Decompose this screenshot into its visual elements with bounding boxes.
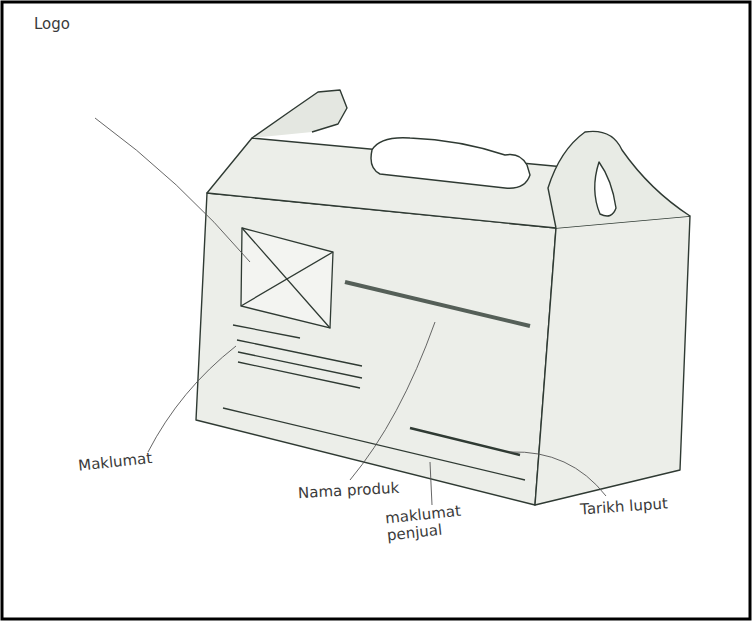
- handle-cutout: [371, 138, 530, 188]
- info-lines: [233, 325, 362, 388]
- leader-line: [350, 322, 435, 480]
- front-face: [196, 193, 556, 505]
- product-name-line: [345, 282, 530, 326]
- expiry-line: [410, 428, 520, 455]
- callout-label: Tarikh luput: [580, 492, 711, 518]
- callout-label: Maklumat: [77, 446, 188, 475]
- callout-label: maklumat penjual: [384, 502, 473, 545]
- leader-line: [95, 118, 250, 262]
- leader-line: [430, 462, 432, 505]
- left-ear: [252, 90, 347, 138]
- right-ear: [548, 131, 690, 228]
- side-face: [535, 216, 690, 505]
- ear-hole: [595, 162, 616, 216]
- seller-info-line: [223, 408, 525, 480]
- callout-label: Logo: [34, 16, 124, 33]
- roof-front: [207, 138, 575, 228]
- leader-line: [148, 346, 236, 452]
- callout-label: Nama produk: [298, 479, 419, 503]
- logo-cross: [241, 228, 333, 328]
- logo-placeholder: [241, 228, 333, 328]
- leader-line: [510, 452, 606, 496]
